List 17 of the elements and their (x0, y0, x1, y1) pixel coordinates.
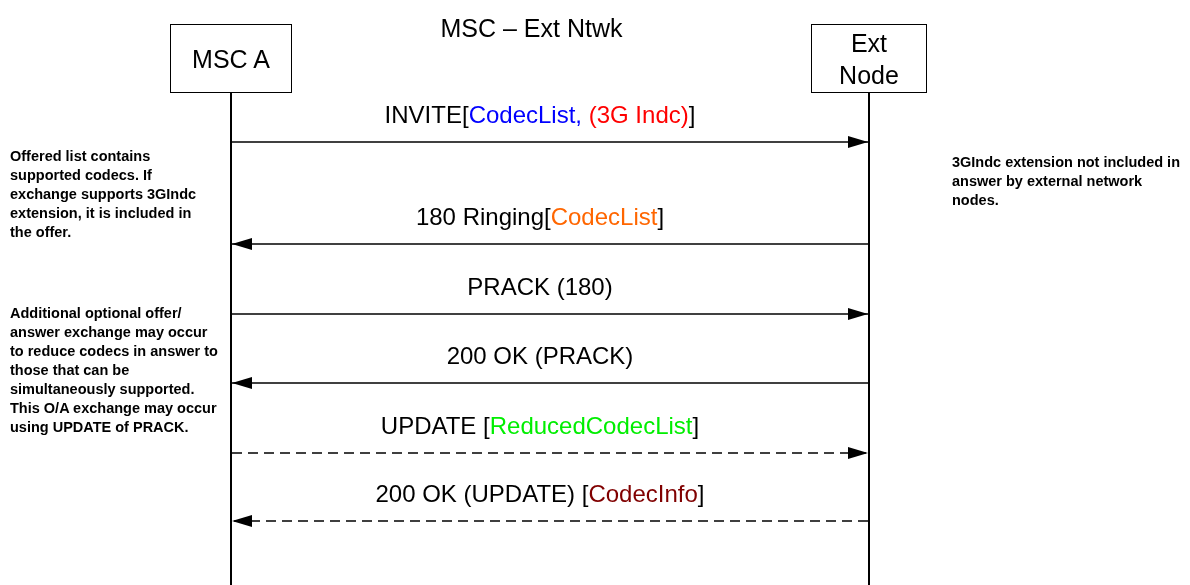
arrow (231, 515, 869, 527)
arrow (231, 377, 869, 389)
note-text: 3GIndc extension not included in answer by external network nodes. (952, 153, 1181, 210)
note-text: Offered list contains supported codecs. If exchange supports 3GIndc extension, it is included in the offer. (10, 147, 198, 242)
arrow (231, 238, 869, 250)
arrow (231, 136, 869, 148)
note-text: Additional optional offer/ answer exchange may occur to reduce codecs in answer to those that can be simultaneously supported. This O/A exchange may occur using UPDATE of PRACK. (10, 304, 219, 437)
message-label: UPDATE [ReducedCodecList] (380, 412, 700, 440)
message-label: PRACK (180) (467, 273, 613, 301)
message-label: INVITE[CodecList, (3G Indc)] (384, 101, 696, 129)
message-label: 200 OK (PRACK) (446, 342, 634, 370)
participant-box: MSC A (170, 24, 292, 93)
arrow (231, 308, 869, 320)
participant-box: Ext Node (811, 24, 927, 93)
arrow (231, 447, 869, 459)
message-label: 180 Ringing[CodecList] (415, 203, 665, 231)
message-label: 200 OK (UPDATE) [CodecInfo] (375, 480, 705, 508)
